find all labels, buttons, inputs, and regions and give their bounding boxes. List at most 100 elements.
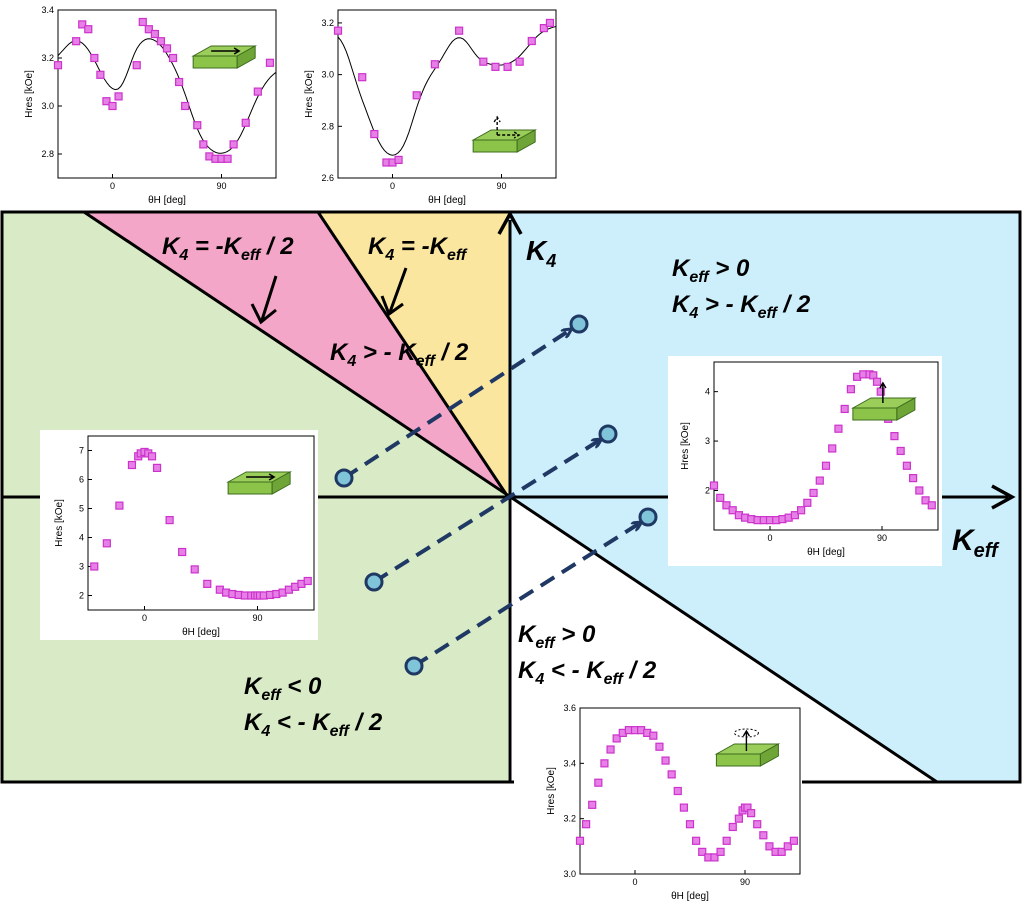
data-point <box>102 539 111 548</box>
y-tick-label: 3 <box>705 436 710 446</box>
data-point <box>753 820 762 829</box>
magnetization-arrow-icon <box>246 473 276 481</box>
x-tick-label: 0 <box>110 181 115 191</box>
x-axis-label: θH [deg] <box>428 195 466 206</box>
data-point <box>612 734 621 743</box>
data-point <box>90 53 99 63</box>
data-point <box>797 506 806 515</box>
pink-region-label: K4 > - Keff / 2 <box>330 339 469 370</box>
data-point <box>150 29 159 39</box>
y-tick-label: 3.0 <box>563 869 576 879</box>
keff-axis-arrowhead <box>991 484 1016 510</box>
y-tick-label: 3.6 <box>563 703 576 713</box>
inset-plot-frame <box>579 707 801 875</box>
data-point <box>156 37 166 46</box>
data-point <box>108 101 117 111</box>
data-point <box>728 506 737 515</box>
sample-slab-icon <box>714 728 781 767</box>
data-point <box>828 444 837 453</box>
inset-background <box>296 4 562 204</box>
y-tick-label: 3.2 <box>41 53 54 63</box>
data-point <box>909 474 918 483</box>
data-point <box>890 432 899 441</box>
data-point <box>679 803 688 812</box>
data-point <box>915 486 924 495</box>
data-point <box>168 53 178 63</box>
x-tick-label: 0 <box>390 181 395 191</box>
k4-axis-label: K4 <box>526 235 556 271</box>
green-region-label-line2: K4 < - Keff / 2 <box>244 709 383 740</box>
connector-start-dot-1 <box>334 468 354 488</box>
connector-end-dot-2 <box>598 424 618 444</box>
x-axis-label: θH [deg] <box>807 547 845 558</box>
data-point <box>789 836 798 845</box>
sample-slab-icon <box>226 471 293 495</box>
sample-slab-icon <box>471 115 538 153</box>
inset-plot-frame <box>713 361 939 531</box>
sample-slab-icon <box>850 381 917 421</box>
magnetization-arrow-icon <box>742 729 751 751</box>
inset-plot-frame <box>57 9 277 179</box>
data-point <box>588 800 597 809</box>
data-point <box>96 70 105 79</box>
data-point <box>144 25 153 34</box>
connector-end-dot-1 <box>569 314 589 334</box>
y-tick-label: 3.2 <box>563 814 576 824</box>
connector-end-dot-3 <box>638 507 658 527</box>
data-point <box>709 481 719 490</box>
y-tick-label: 3.4 <box>563 758 576 768</box>
blue-region-label-line2: K4 > - Keff / 2 <box>672 291 811 322</box>
data-point <box>90 562 99 571</box>
data-point <box>783 842 792 851</box>
data-point <box>165 515 174 525</box>
data-point <box>515 57 524 66</box>
data-point <box>175 77 184 87</box>
data-point <box>673 786 682 796</box>
y-tick-label: 2.8 <box>41 149 54 159</box>
data-point <box>303 576 312 586</box>
data-point <box>716 847 725 856</box>
green-region-label-line1: Keff < 0 <box>244 673 322 704</box>
x-tick-label: 90 <box>877 533 887 543</box>
boundary-label-keff: K4 = -Keff <box>368 233 468 264</box>
white-region-label-line2: K4 < - Keff / 2 <box>518 657 657 688</box>
y-tick-label: 3.2 <box>321 18 334 28</box>
data-point <box>193 121 202 130</box>
data-point <box>803 498 812 507</box>
inset-background <box>514 700 802 906</box>
inset-plot-frame <box>87 435 315 611</box>
data-point <box>777 847 786 856</box>
y-tick-label: 7 <box>79 446 84 456</box>
connector-arrow-3 <box>412 523 640 668</box>
data-point <box>765 842 774 851</box>
magnetization-arrow-icon <box>879 381 887 403</box>
data-point <box>491 62 500 71</box>
x-tick-label: 90 <box>496 181 506 191</box>
connector-start-dot-2 <box>364 572 384 592</box>
y-tick-label: 4 <box>705 387 710 397</box>
data-point <box>809 488 818 498</box>
data-point <box>594 778 603 787</box>
data-point <box>203 579 212 589</box>
data-point <box>545 18 555 28</box>
data-point <box>606 745 615 754</box>
data-point <box>138 17 147 27</box>
data-point <box>84 25 93 34</box>
data-point <box>162 44 172 53</box>
data-point <box>582 820 591 829</box>
data-point <box>575 836 585 845</box>
data-point <box>600 759 609 768</box>
data-point <box>661 756 670 765</box>
x-tick-label: 90 <box>216 181 226 191</box>
inset-plot-frame <box>337 9 557 179</box>
data-point <box>181 101 190 111</box>
y-axis-label: Hres [kOe] <box>680 422 691 470</box>
data-point <box>115 501 124 510</box>
connector-start-dot-3 <box>404 656 424 676</box>
data-point <box>927 501 936 510</box>
data-point <box>902 461 911 470</box>
